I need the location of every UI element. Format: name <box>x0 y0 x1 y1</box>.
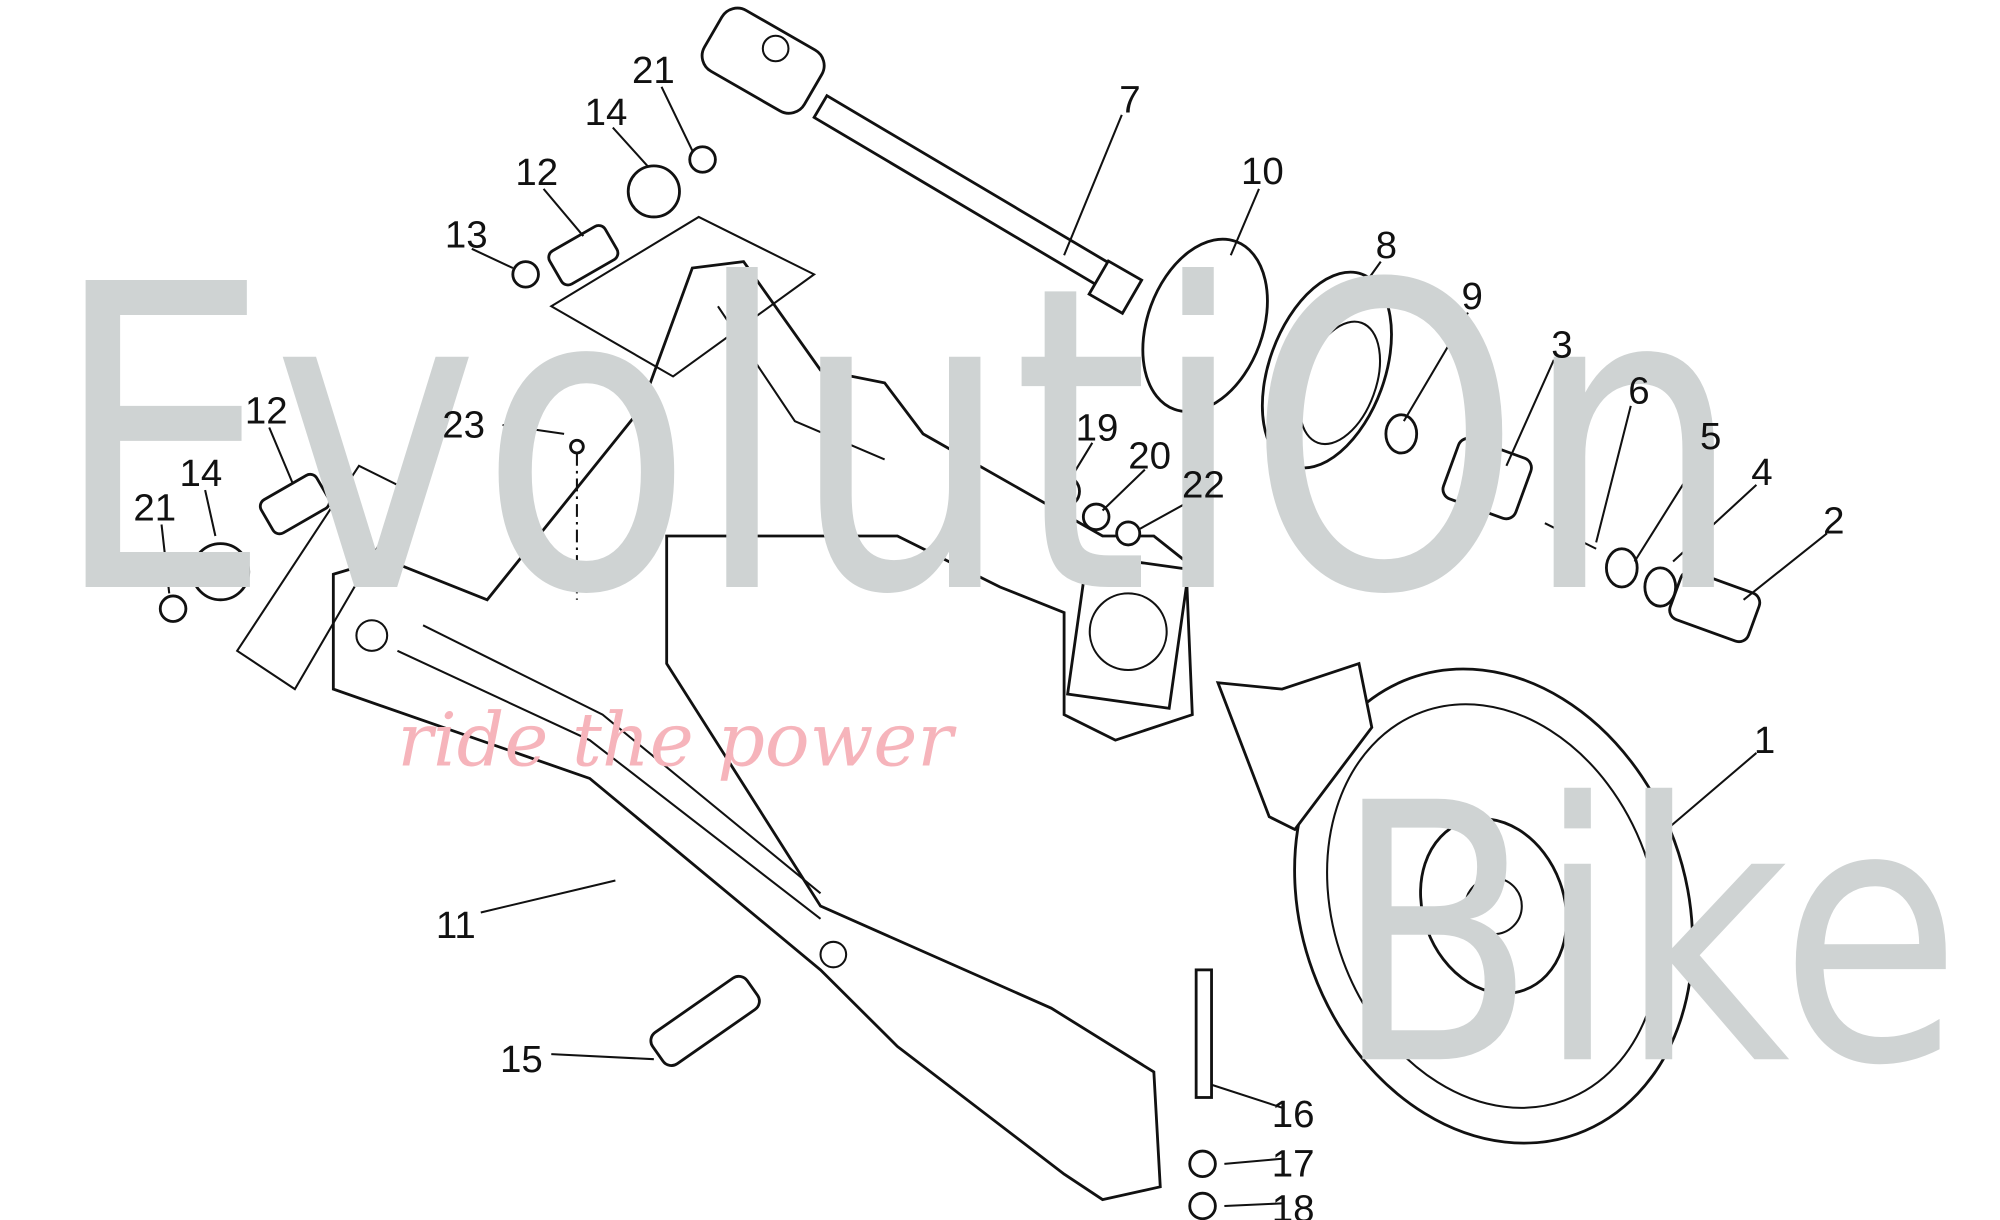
callout-16[interactable]: 16 <box>1272 1093 1315 1136</box>
watermark-brand-top: EvolutiOn <box>51 196 1743 687</box>
callout-19[interactable]: 19 <box>1076 406 1119 449</box>
callout-21-left[interactable]: 21 <box>133 487 176 530</box>
callout-3[interactable]: 3 <box>1551 323 1572 366</box>
small-parts <box>158 145 1762 1220</box>
callout-13[interactable]: 13 <box>445 214 488 257</box>
callout-14-left[interactable]: 14 <box>179 452 222 495</box>
callout-11[interactable]: 11 <box>436 904 476 947</box>
callout-10[interactable]: 10 <box>1241 150 1284 193</box>
drive-shaft <box>700 6 1144 316</box>
callout-22[interactable]: 22 <box>1182 464 1225 507</box>
callout-18[interactable]: 18 <box>1272 1187 1315 1220</box>
callout-7[interactable]: 7 <box>1119 78 1140 121</box>
brake-disc-hub <box>1215 661 1694 1145</box>
watermark: EvolutiOn Bike ride the power <box>51 196 1961 1144</box>
callout-15[interactable]: 15 <box>500 1038 543 1081</box>
callout-1[interactable]: 1 <box>1754 719 1775 762</box>
callout-12-top[interactable]: 12 <box>515 151 558 194</box>
watermark-tagline: ride the power <box>397 698 957 784</box>
callout-2[interactable]: 2 <box>1823 500 1844 543</box>
callout-23[interactable]: 23 <box>442 404 485 447</box>
callout-12-left[interactable]: 12 <box>245 390 288 433</box>
leader-lines <box>160 86 1828 1207</box>
callout-20[interactable]: 20 <box>1128 434 1171 477</box>
callout-labels: 1 2 3 4 5 6 7 8 9 10 11 12 12 13 14 14 1… <box>133 49 1844 1220</box>
callout-17[interactable]: 17 <box>1272 1143 1315 1186</box>
callout-21-top[interactable]: 21 <box>632 49 675 92</box>
watermark-brand-bottom: Bike <box>1333 729 1961 1144</box>
callout-8[interactable]: 8 <box>1376 224 1397 267</box>
swingarm <box>235 215 1194 1202</box>
callout-14-top[interactable]: 14 <box>585 91 628 134</box>
callout-5[interactable]: 5 <box>1700 415 1721 458</box>
callout-9[interactable]: 9 <box>1462 275 1483 318</box>
callout-6[interactable]: 6 <box>1628 369 1649 412</box>
callout-4[interactable]: 4 <box>1751 451 1772 494</box>
